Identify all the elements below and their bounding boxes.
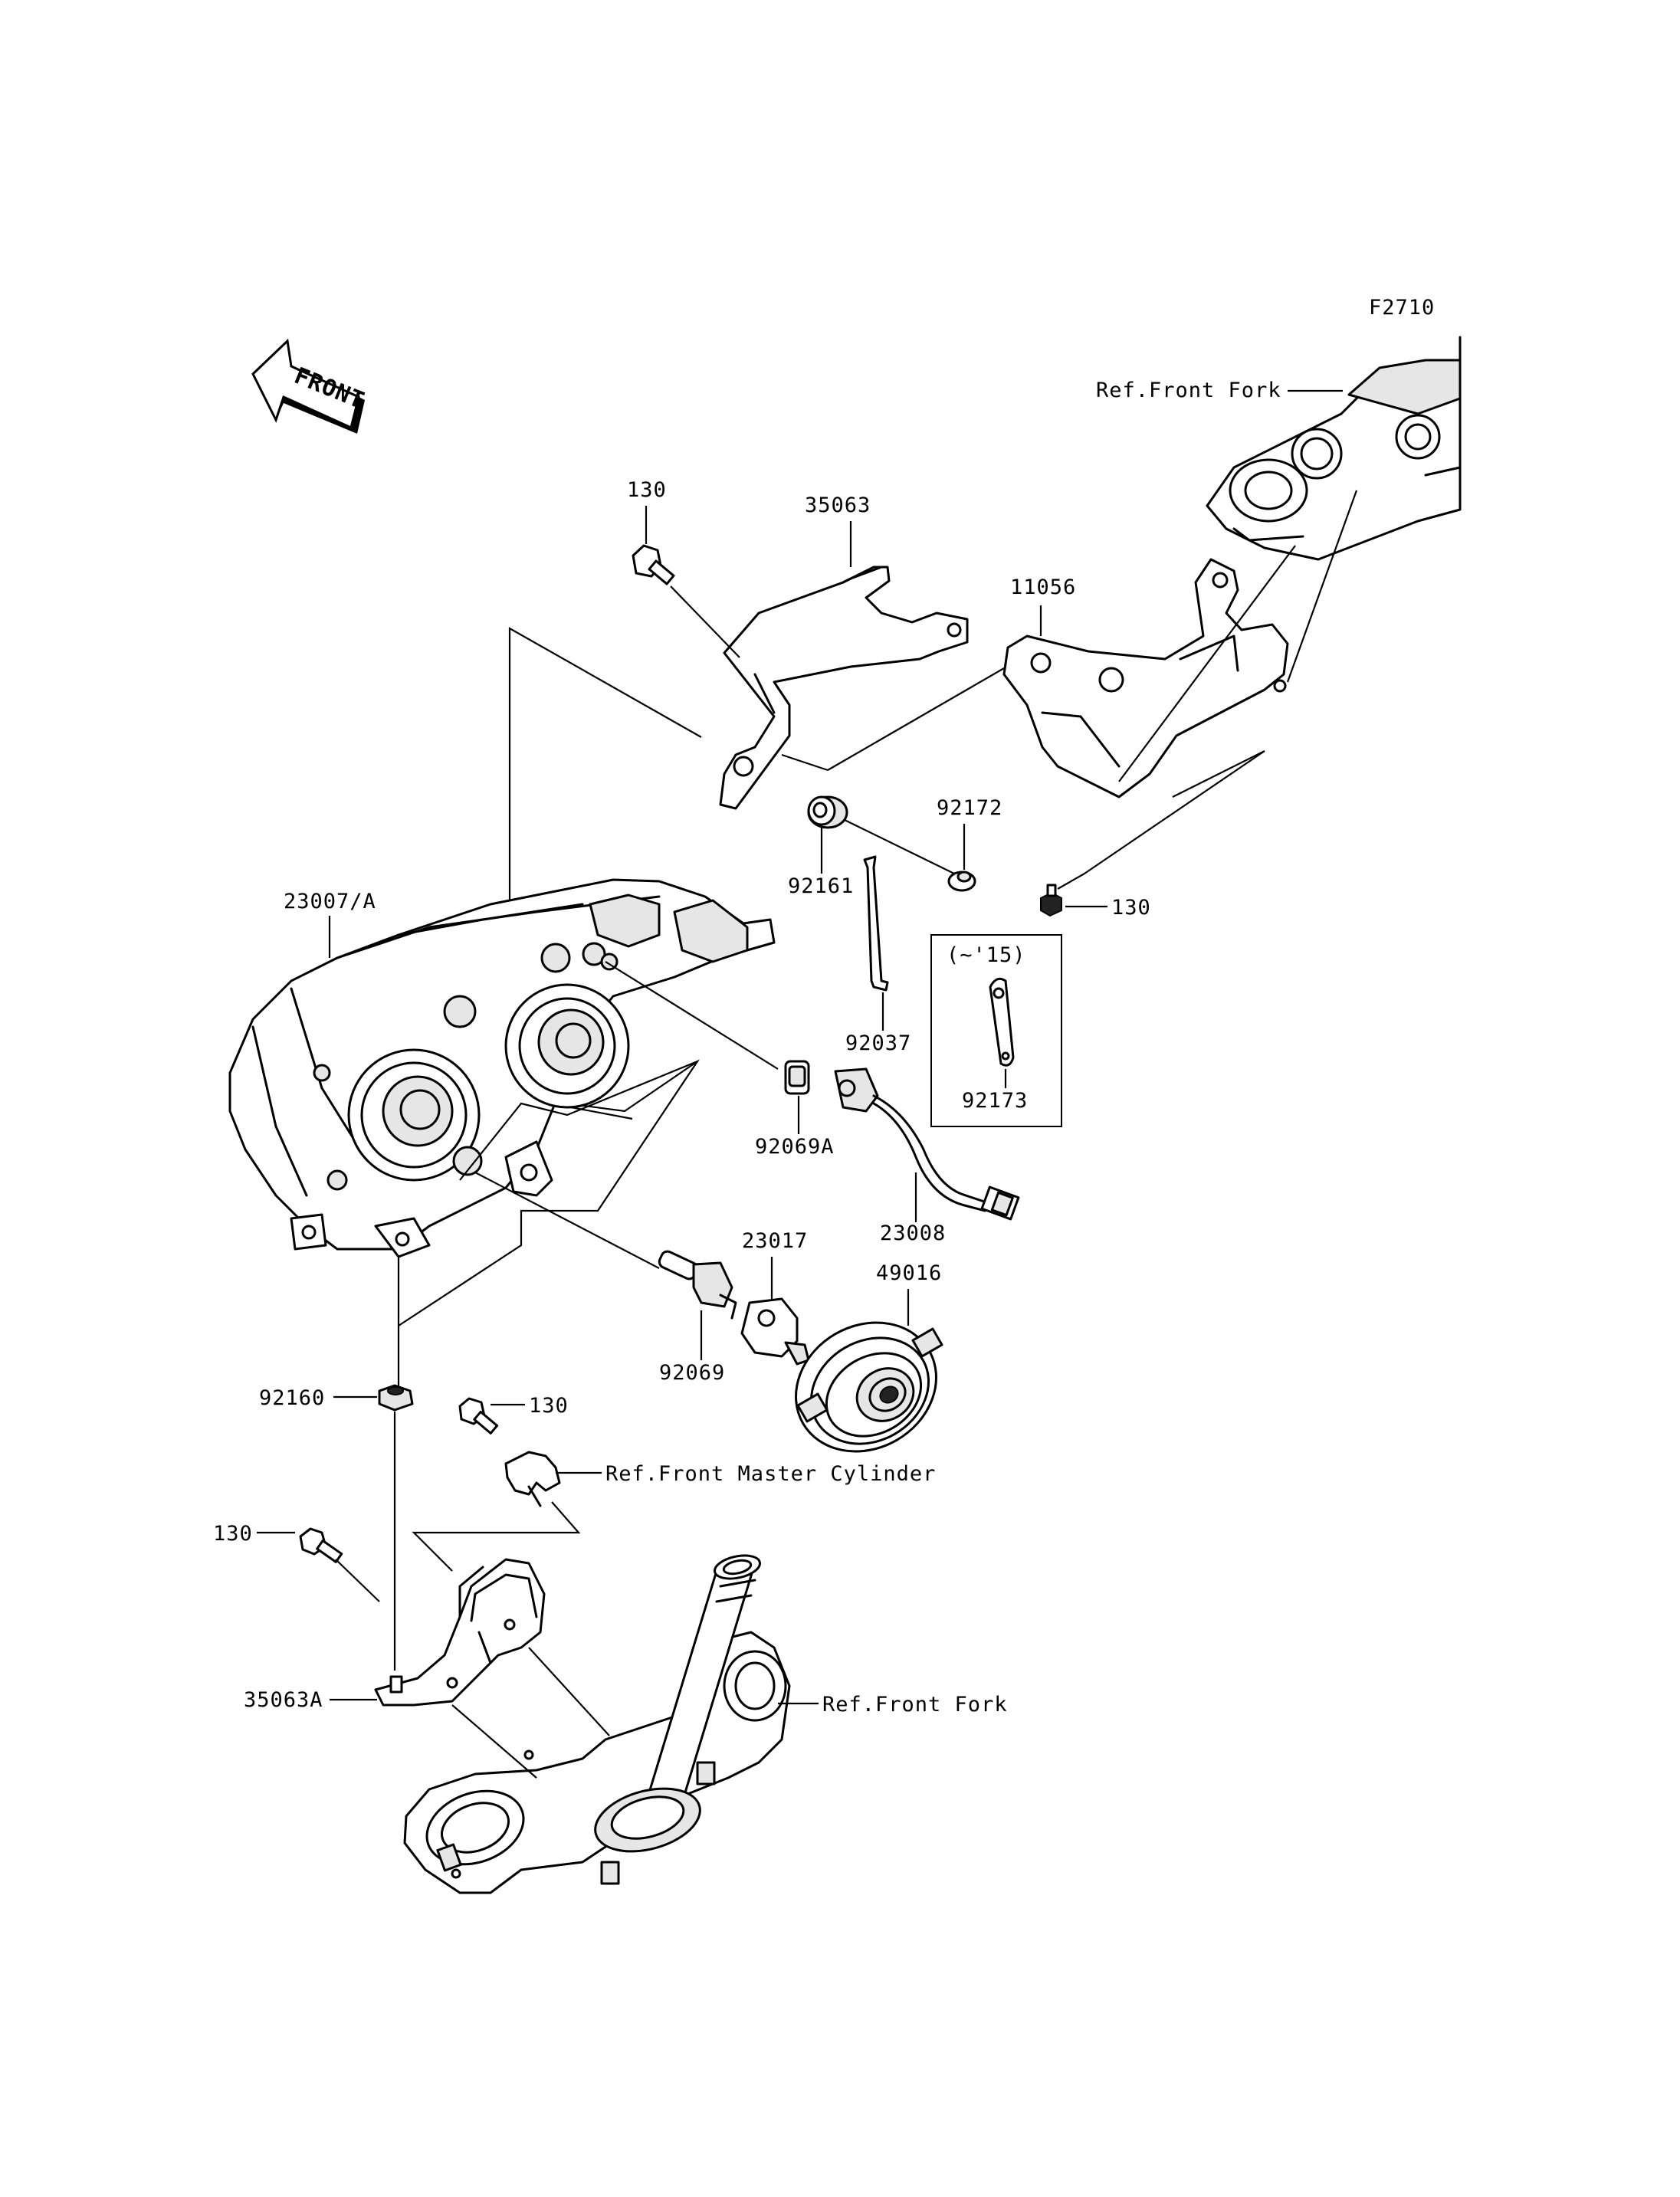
label-23008: 23008	[880, 1221, 946, 1245]
label-ref-front-fork-top: Ref.Front Fork	[1096, 379, 1281, 402]
label-23017: 23017	[742, 1229, 808, 1253]
label-35063: 35063	[805, 494, 871, 517]
label-11056: 11056	[1010, 575, 1076, 599]
bracket-35063	[719, 566, 969, 810]
bulb-92069	[658, 1250, 737, 1320]
figure-code: F2710	[1369, 296, 1435, 320]
bolt-130-right	[1040, 884, 1062, 917]
lower-triple-clamp	[403, 1554, 791, 1894]
bracket-11056	[1002, 558, 1289, 798]
bracket-35063a	[374, 1558, 546, 1707]
label-49016: 49016	[876, 1261, 942, 1285]
master-cylinder-clamp	[504, 1451, 561, 1507]
label-35063a: 35063A	[244, 1688, 323, 1712]
headlight-assembly-23007a	[228, 878, 776, 1258]
label-variant-note: (~'15)	[947, 943, 1026, 967]
label-92037: 92037	[845, 1031, 911, 1055]
label-92173: 92173	[962, 1089, 1028, 1113]
label-92161: 92161	[788, 874, 854, 898]
strap-92037	[863, 855, 889, 992]
socket-23017	[740, 1297, 810, 1366]
label-92160: 92160	[259, 1386, 325, 1410]
label-130-mid: 130	[529, 1394, 569, 1418]
front-arrow-icon: FRONT	[251, 338, 368, 434]
bolt-130-top	[632, 544, 675, 585]
grommet-92160	[378, 1384, 414, 1412]
upper-triple-clamp	[1206, 336, 1462, 561]
label-130-right: 130	[1111, 896, 1151, 920]
cover-49016	[795, 1321, 943, 1453]
label-130-left: 130	[213, 1522, 253, 1546]
bolt-130-left	[299, 1527, 343, 1563]
label-92172: 92172	[937, 796, 1002, 820]
screw-92172	[947, 871, 976, 892]
label-23007a: 23007/A	[284, 890, 376, 913]
label-92069a: 92069A	[755, 1135, 835, 1159]
label-ref-front-master-cylinder: Ref.Front Master Cylinder	[605, 1462, 936, 1486]
bulb-92069a	[784, 1060, 810, 1095]
label-130-top: 130	[627, 478, 667, 502]
variant-box	[930, 934, 1062, 1127]
bolt-130-mid	[458, 1397, 499, 1435]
socket-23008	[834, 1067, 1020, 1221]
label-ref-front-fork-bottom: Ref.Front Fork	[822, 1693, 1008, 1717]
stay-92173	[989, 977, 1015, 1067]
grommet-92161	[807, 795, 848, 829]
label-92069: 92069	[659, 1361, 725, 1385]
